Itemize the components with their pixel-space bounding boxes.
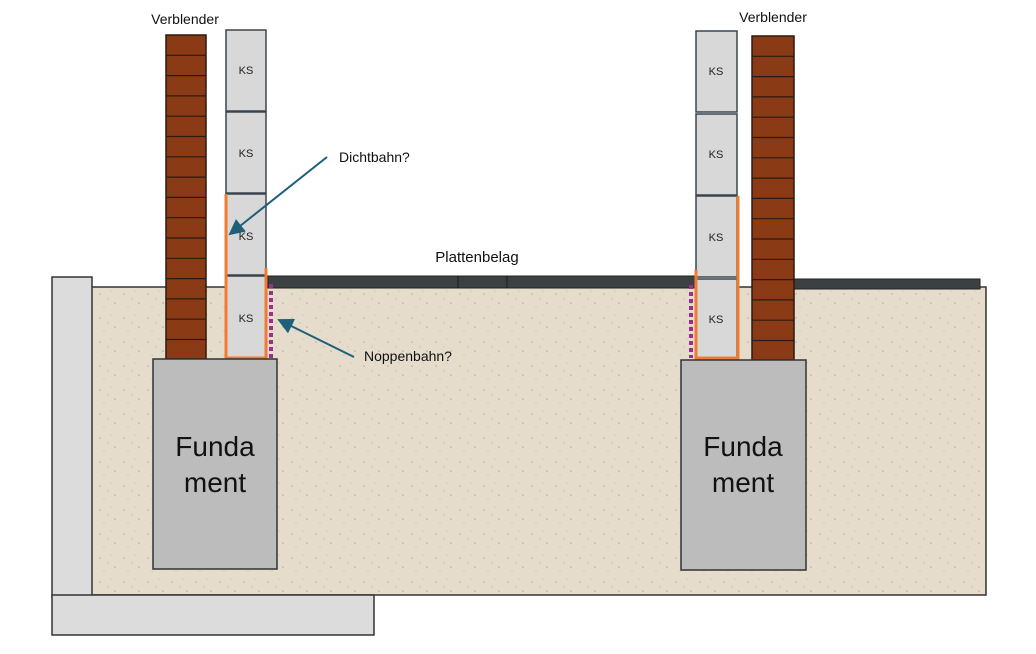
concrete-edge-vertical xyxy=(51,276,93,598)
ks-block xyxy=(695,30,738,113)
fundament-left xyxy=(152,358,278,570)
ks-label: KS xyxy=(709,232,724,244)
plattenbelag-label: Plattenbelag xyxy=(435,249,518,266)
ks-block xyxy=(225,29,267,112)
ks-block xyxy=(695,278,738,360)
ks-label: KS xyxy=(709,314,724,326)
ks-block xyxy=(225,275,267,359)
dichtbahn-label: Dichtbahn? xyxy=(339,149,410,165)
ks-block xyxy=(225,111,267,194)
ks-label: KS xyxy=(709,149,724,161)
verblender-right-wall xyxy=(751,35,795,361)
dichtbahn-right xyxy=(694,196,740,360)
slab-middle xyxy=(267,275,697,289)
fundament-right-label-2: ment xyxy=(712,467,774,498)
ks-label: KS xyxy=(239,148,254,160)
ks-label: KS xyxy=(239,231,254,243)
fundament-right xyxy=(680,359,807,571)
fundament-left-label-1: Funda xyxy=(175,431,255,462)
ks-label: KS xyxy=(239,313,254,325)
slab-right xyxy=(791,278,981,290)
dichtbahn-arrow xyxy=(228,156,328,236)
fundament-left-label-2: ment xyxy=(184,467,246,498)
ks-block xyxy=(695,113,738,196)
dichtbahn-left xyxy=(224,194,268,360)
ks-blocks-right: KS KS KS KS xyxy=(695,30,738,360)
verblender-left-label: Verblender xyxy=(151,11,219,27)
concrete-edge-base xyxy=(51,594,375,636)
ks-blocks-left: KS KS KS KS xyxy=(225,29,267,359)
noppenbahn-label: Noppenbahn? xyxy=(364,348,452,364)
verblender-right-label: Verblender xyxy=(739,9,807,25)
fundament-right-label-1: Funda xyxy=(703,431,783,462)
ks-label: KS xyxy=(709,66,724,78)
noppenbahn-arrow xyxy=(277,319,355,358)
ks-label: KS xyxy=(239,65,254,77)
verblender-left-wall xyxy=(165,34,207,360)
